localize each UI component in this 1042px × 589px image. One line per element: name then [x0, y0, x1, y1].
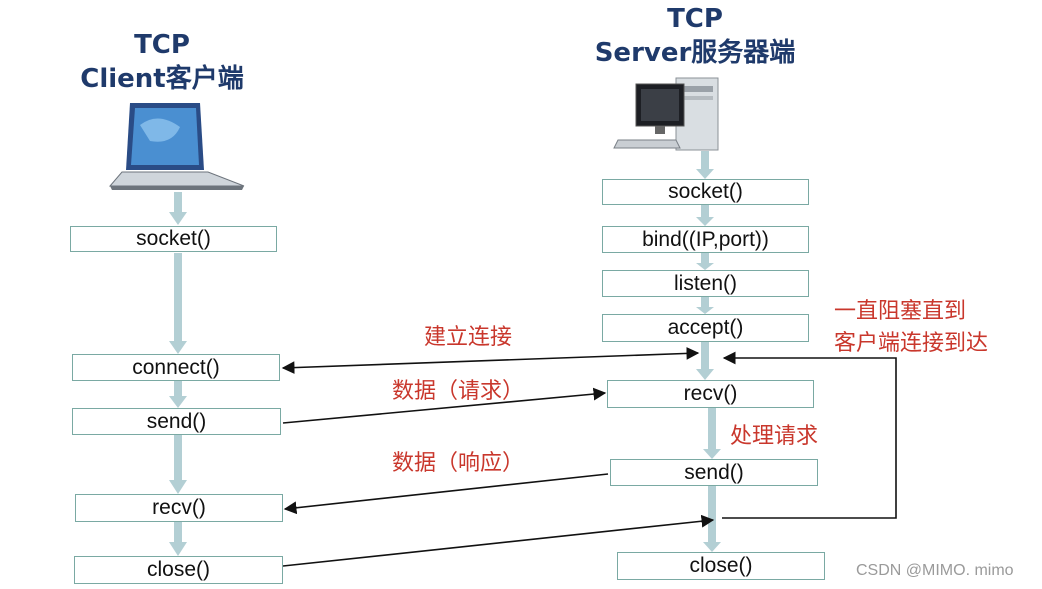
server-accept-box: accept()	[602, 314, 809, 342]
client-recv-box: recv()	[75, 494, 283, 522]
server-title-line2: Server服务器端	[594, 38, 796, 68]
establish-connection-label: 建立连接	[424, 325, 513, 350]
client-title-line1: TCP	[134, 30, 190, 60]
data-request-label: 数据（请求）	[392, 379, 525, 404]
data-response-label: 数据（响应）	[392, 451, 525, 476]
server-listen-box: listen()	[602, 270, 809, 297]
server-send-box: send()	[610, 459, 818, 486]
connect-arrow	[281, 347, 700, 374]
blocking-note: 一直阻塞直到 客户端连接到达	[834, 296, 988, 360]
blocking-note-line1: 一直阻塞直到	[834, 299, 967, 324]
desktop-computer-icon	[613, 77, 719, 151]
loop-back-arrow	[722, 351, 897, 519]
client-connect-box: connect()	[72, 354, 280, 381]
server-close-box: close()	[617, 552, 825, 580]
server-socket-box: socket()	[602, 179, 809, 205]
process-request-label: 处理请求	[730, 424, 819, 449]
server-title: TCP Server服务器端	[575, 2, 815, 70]
server-bind-box: bind((IP,port))	[602, 226, 809, 253]
client-title: TCP Client客户端	[62, 28, 262, 96]
laptop-icon	[108, 103, 245, 190]
server-title-line1: TCP	[667, 4, 723, 34]
client-close-box: close()	[74, 556, 283, 584]
watermark: CSDN @MIMO. mimo	[856, 562, 1014, 579]
server-flow-arrows	[696, 151, 721, 552]
response-arrow	[283, 473, 609, 515]
client-title-line2: Client客户端	[80, 64, 244, 94]
close-arrow	[282, 514, 715, 567]
server-recv-box: recv()	[607, 380, 814, 408]
client-send-box: send()	[72, 408, 281, 435]
blocking-note-line2: 客户端连接到达	[834, 331, 989, 356]
client-socket-box: socket()	[70, 226, 277, 252]
request-arrow	[282, 387, 607, 424]
client-flow-arrows	[169, 192, 187, 556]
message-arrows	[281, 347, 897, 567]
